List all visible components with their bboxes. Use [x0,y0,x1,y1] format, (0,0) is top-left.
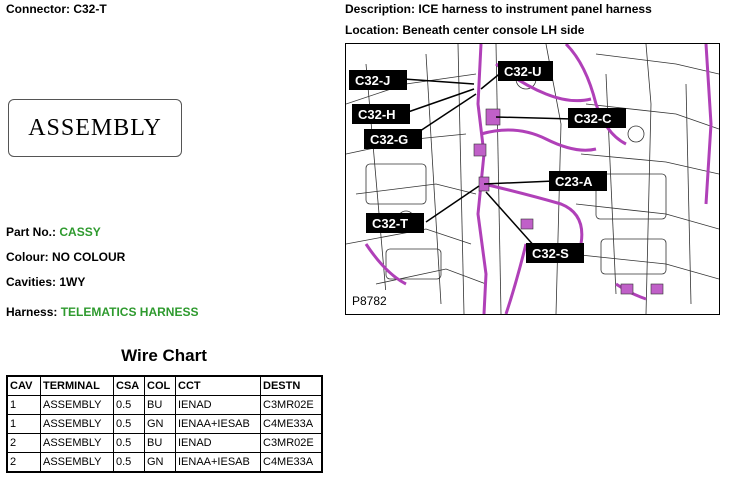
description-label: Description: [345,2,416,16]
part-no-label: Part No.: [6,225,57,239]
callout-label: C32-H [358,107,396,122]
connector-face-placeholder: ASSEMBLY [8,99,182,157]
cell-cct: IENAD [175,395,261,415]
picture-code: P8782 [352,294,387,308]
cell-terminal: ASSEMBLY [40,395,114,415]
location-line: Location: Beneath center console LH side [345,23,584,37]
floor-pan-drawing [346,44,719,314]
harness-line: Harness: TELEMATICS HARNESS [6,305,199,319]
col-terminal: TERMINAL [40,375,114,396]
cell-terminal: ASSEMBLY [40,433,114,453]
description-line: Description: ICE harness to instrument p… [345,2,652,16]
callout-c32-t: C32-T [366,213,424,233]
part-no-line: Part No.: CASSY [6,225,101,239]
callout-c32-c: C32-C [568,108,626,128]
picture-code-bg [348,290,398,310]
cell-destn-link[interactable]: C3MR02E [260,395,323,415]
colour-label: Colour: [6,250,49,264]
cell-cav: 1 [6,395,41,415]
cell-csa: 0.5 [113,433,145,453]
harness-label: Harness: [6,305,58,319]
cell-cct: IENAD [175,433,261,453]
callout-c32-g: C32-G [364,129,422,149]
harness-routing [364,44,713,314]
cell-cav: 1 [6,414,41,434]
connector-line: Connector: C32-T [6,2,107,16]
cell-destn-link[interactable]: C4ME33A [260,452,323,473]
col-cct: CCT [175,375,261,396]
callout-c32-u: C32-U [498,61,553,81]
table-row: 1 ASSEMBLY 0.5 BU IENAD C3MR02E [6,395,323,415]
cell-destn-link[interactable]: C4ME33A [260,414,323,434]
callout-c32-j: C32-J [349,70,407,90]
cell-col: BU [144,433,176,453]
description-value: ICE harness to instrument panel harness [418,2,652,16]
cell-csa: 0.5 [113,395,145,415]
col-csa: CSA [113,375,145,396]
callout-c32-s: C32-S [526,243,584,263]
wire-chart-table: CAV TERMINAL CSA COL CCT DESTN 1 ASSEMBL… [6,375,323,473]
cavities-value: 1WY [59,275,86,289]
location-label: Location: [345,23,399,37]
table-row: 2 ASSEMBLY 0.5 BU IENAD C3MR02E [6,433,323,453]
callout-label: C23-A [555,174,593,189]
cell-cct: IENAA+IESAB [175,452,261,473]
connector-value: C32-T [73,2,107,16]
col-col: COL [144,375,176,396]
harness-link[interactable]: TELEMATICS HARNESS [60,305,199,319]
location-illustration: C32-J C32-U C32-H C32-C C32-G C23-A C32-… [346,44,719,314]
callout-label: C32-T [372,216,408,231]
cell-destn-link[interactable]: C3MR02E [260,433,323,453]
cell-col: GN [144,452,176,473]
connector-blocks [473,108,664,295]
wire-chart-header-row: CAV TERMINAL CSA COL CCT DESTN [6,375,323,396]
cell-cav: 2 [6,452,41,473]
cell-col: GN [144,414,176,434]
cell-csa: 0.5 [113,452,145,473]
location-figure: C32-J C32-U C32-H C32-C C32-G C23-A C32-… [345,43,720,315]
cell-csa: 0.5 [113,414,145,434]
cell-terminal: ASSEMBLY [40,414,114,434]
callout-label: C32-S [532,246,569,261]
cavities-label: Cavities: [6,275,57,289]
callout-label: C32-C [574,111,612,126]
location-value: Beneath center console LH side [402,23,585,37]
col-destn: DESTN [260,375,323,396]
cell-col: BU [144,395,176,415]
colour-line: Colour: NO COLOUR [6,250,125,264]
cavities-line: Cavities: 1WY [6,275,85,289]
colour-value: NO COLOUR [52,250,126,264]
callout-label: C32-G [370,132,408,147]
col-cav: CAV [6,375,41,396]
connector-label: Connector: [6,2,70,16]
wire-chart-title: Wire Chart [121,346,207,365]
callout-label: C32-J [355,73,390,88]
cell-cct: IENAA+IESAB [175,414,261,434]
cell-cav: 2 [6,433,41,453]
table-row: 1 ASSEMBLY 0.5 GN IENAA+IESAB C4ME33A [6,414,323,434]
callout-label: C32-U [504,64,542,79]
callout-c23-a: C23-A [549,171,607,191]
part-no-link[interactable]: CASSY [59,225,101,239]
callout-c32-h: C32-H [352,104,410,124]
cell-terminal: ASSEMBLY [40,452,114,473]
table-row: 2 ASSEMBLY 0.5 GN IENAA+IESAB C4ME33A [6,452,323,473]
callout-leaders [403,70,574,249]
